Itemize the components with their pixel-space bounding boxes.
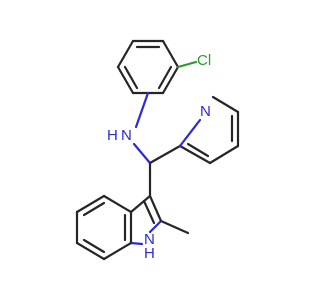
bond	[116, 39, 135, 69]
double-bond	[186, 142, 210, 158]
bond	[161, 39, 180, 69]
indole-benzene-ring	[75, 194, 133, 261]
bond	[148, 194, 163, 223]
bond-c-nh	[134, 91, 150, 129]
amine-nitrogen-label: N	[121, 127, 132, 144]
pyridine-nitrogen-label: N	[200, 103, 211, 120]
bond-c-n	[178, 118, 202, 148]
bond	[211, 95, 240, 114]
bond	[129, 194, 152, 214]
bond	[102, 241, 133, 261]
bond	[178, 144, 212, 165]
double-bond	[157, 65, 173, 90]
amine-hydrogen-label: H	[107, 127, 118, 144]
bond-c-n	[129, 241, 144, 246]
indole-pyrrole-ring	[129, 194, 163, 246]
molecule-structure: Cl H N N N H	[75, 39, 240, 262]
double-bond	[82, 238, 106, 254]
bond-c-n	[148, 219, 163, 234]
bond-c-cl	[176, 60, 198, 69]
double-bond	[82, 201, 106, 217]
bond	[75, 241, 106, 261]
bond-nh-ch	[132, 142, 152, 165]
bond	[75, 194, 106, 214]
methyl-bond	[159, 219, 190, 235]
bond	[102, 194, 133, 214]
double-bond	[123, 65, 139, 90]
chlorophenyl-ring	[116, 39, 180, 95]
bond	[116, 65, 135, 95]
bond	[161, 65, 180, 95]
bond	[208, 144, 240, 165]
indole-hydrogen-label: H	[144, 245, 155, 262]
indole-nitrogen-label: N	[144, 231, 155, 248]
pyridine-ring	[178, 95, 240, 165]
chlorine-label: Cl	[197, 52, 211, 69]
double-bond	[142, 199, 156, 225]
bond-ch-pyridine	[148, 144, 182, 165]
